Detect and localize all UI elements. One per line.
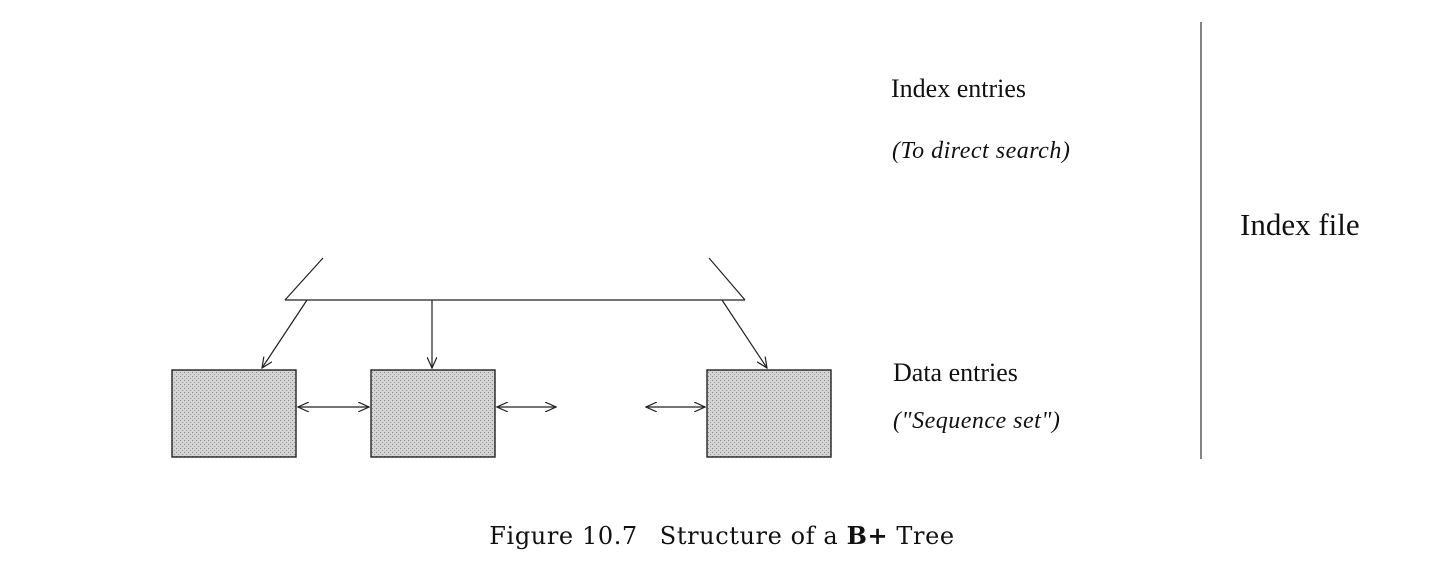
index-right-edge — [708, 257, 746, 301]
index-trapezoid — [284, 257, 746, 301]
caption-text-after: Tree — [888, 522, 955, 550]
arrow-to-leaf-1 — [262, 299, 308, 368]
index-entries-note: (To direct search) — [892, 138, 1071, 164]
index-file-label: Index file — [1240, 207, 1360, 242]
leaf-page-2 — [370, 369, 496, 458]
index-to-leaf-arrows — [262, 299, 767, 368]
leaf-pages — [171, 369, 832, 458]
caption-text-before: Structure of a — [659, 522, 847, 550]
leaf-page-3 — [706, 369, 832, 458]
data-entries-note: ("Sequence set") — [893, 408, 1061, 434]
arrow-to-leaf-3 — [721, 299, 767, 368]
index-left-edge — [284, 257, 324, 301]
figure-caption: Figure 10.7 Structure of a B+ Tree — [0, 521, 1444, 550]
figure-number: Figure 10.7 — [489, 522, 638, 550]
leaf-page-1 — [171, 369, 297, 458]
index-entries-label: Index entries — [891, 74, 1027, 103]
caption-bold-term: B+ — [846, 521, 889, 550]
data-entries-label: Data entries — [893, 358, 1018, 387]
